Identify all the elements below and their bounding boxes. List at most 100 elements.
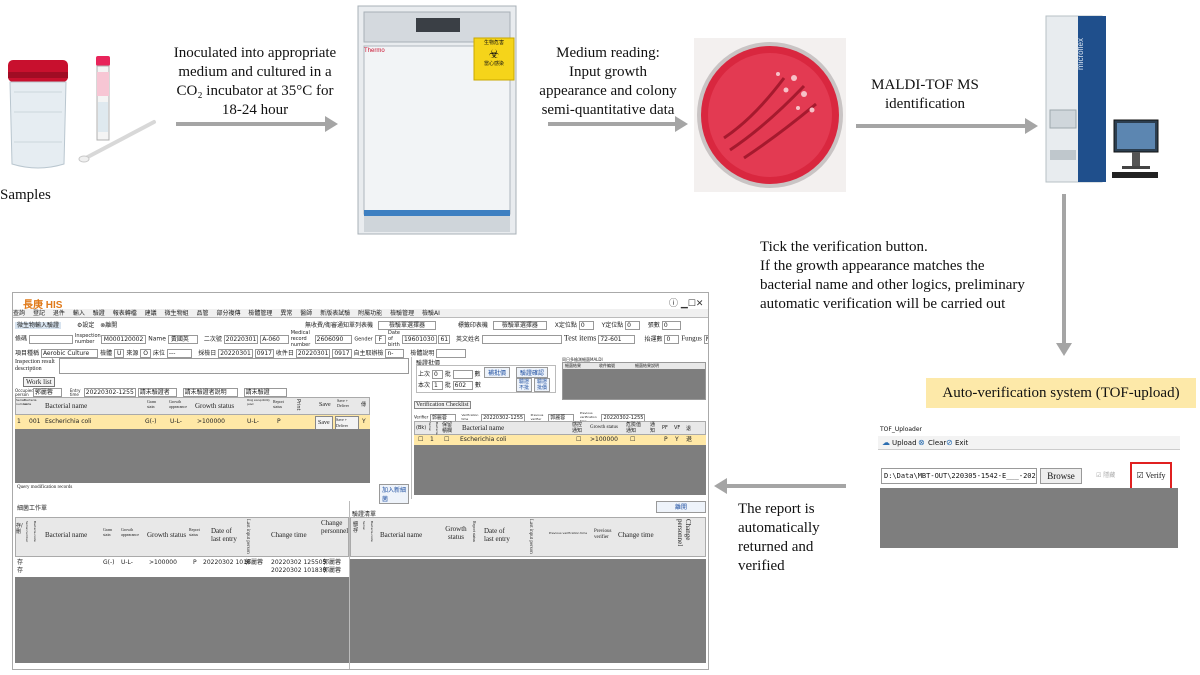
checklist-tab[interactable]: Verification Checklist: [414, 401, 471, 409]
verify-bill-button[interactable]: 驗證批價: [534, 378, 551, 392]
verifier-input[interactable]: 郭麗蓉: [429, 413, 456, 422]
verify-checkbox[interactable]: ☑ Verify: [1130, 462, 1172, 490]
menu-item[interactable]: 部分複傳: [216, 310, 241, 317]
count-input[interactable]: 0: [664, 334, 680, 344]
location-input[interactable]: ---: [166, 349, 193, 358]
query-records-label: Query modification records: [17, 485, 73, 490]
menu-item[interactable]: 登記: [32, 310, 45, 317]
label-printer-select[interactable]: 檢驗單選擇器: [492, 321, 547, 330]
accept-date-input[interactable]: 20220301: [295, 349, 331, 358]
browse-button[interactable]: Browse: [1040, 468, 1082, 484]
bottom-left-row-1[interactable]: 存 G(-) U-L- >100000 P 20220302 1018 郭麗蓉 …: [15, 559, 349, 567]
source-input[interactable]: O: [140, 349, 152, 358]
specimen-desc-input[interactable]: [436, 349, 467, 358]
billing-title: 驗證批價: [416, 360, 441, 367]
y-pos-input[interactable]: 0: [625, 321, 640, 330]
accept-time-input[interactable]: 0917: [332, 349, 352, 358]
secondary-suffix-input[interactable]: A-060: [260, 334, 289, 344]
blcol-date: Date of last entry: [211, 527, 237, 543]
note3-input[interactable]: 請未驗證: [243, 388, 287, 397]
left-table-row[interactable]: [15, 415, 370, 429]
verify-not-bill-button[interactable]: 驗證不批: [516, 378, 533, 392]
count-label: 抬運數: [644, 335, 663, 343]
prev-count-input[interactable]: [452, 370, 473, 379]
name-input[interactable]: 黃國英: [167, 334, 198, 344]
menu-item[interactable]: 報表轉檔: [112, 310, 137, 317]
dob-input[interactable]: 19601030: [401, 334, 437, 344]
menu-item[interactable]: 檢體管理: [248, 310, 273, 317]
menu-item[interactable]: 新版表試驗: [320, 310, 351, 317]
note1-input[interactable]: 請未驗證者: [137, 388, 177, 397]
close-button[interactable]: 離開: [656, 501, 706, 513]
entry-time-input[interactable]: 20220302-1255: [83, 388, 136, 397]
inspection-input[interactable]: M000120002: [100, 334, 147, 344]
menu-item[interactable]: 驗證: [92, 310, 105, 317]
menu-item[interactable]: 檢驗管理: [390, 310, 415, 317]
verification-time-input[interactable]: 20220302-1255: [481, 413, 526, 422]
not-bill-label: 不批: [519, 385, 530, 391]
age-input[interactable]: 61: [438, 334, 451, 344]
work-list-button[interactable]: Work list: [23, 377, 55, 387]
receive-time-input[interactable]: 0917: [254, 349, 274, 358]
secondary-no-input[interactable]: 20220301: [223, 334, 259, 344]
prev-input[interactable]: 0: [431, 370, 443, 379]
occupied-input[interactable]: 郭麗蓉: [32, 388, 62, 397]
prev-time-input[interactable]: 20220302-1255: [601, 413, 646, 422]
tab-micro-input[interactable]: 微生物輸入驗證: [15, 322, 62, 329]
menu-item[interactable]: 建議: [144, 310, 157, 317]
rcol-bacteria: Bacteria: [435, 422, 439, 435]
leave-button[interactable]: 離開: [105, 322, 118, 329]
prev-verifier-input[interactable]: 郭麗蓉: [548, 413, 575, 422]
result-desc-input[interactable]: [59, 358, 409, 374]
bottom-left-row-2[interactable]: 存 20220302 101830 郭麗蓉: [15, 567, 349, 575]
now-input[interactable]: 1: [431, 381, 443, 390]
biohazard-icon: 生物危害 ☣ 當心感染: [480, 40, 508, 68]
menu-item[interactable]: 品管: [196, 310, 209, 317]
barcode-label: 條碼: [15, 335, 28, 343]
english-name-input[interactable]: [481, 334, 562, 344]
menu-item[interactable]: 查詢: [13, 310, 26, 317]
fungus-input[interactable]: N: [703, 334, 708, 344]
menu-item[interactable]: 退件: [52, 310, 65, 317]
test-items-input[interactable]: 72-601: [598, 334, 635, 344]
menu-item[interactable]: 輸入: [72, 310, 85, 317]
infection-checkbox[interactable]: ☐: [576, 436, 582, 443]
save-deliver-button[interactable]: Save + Deliver: [335, 416, 359, 430]
verify-confirm-button[interactable]: 驗證確認: [516, 367, 549, 378]
leave-icon[interactable]: ⊗: [100, 322, 106, 329]
auto-select[interactable]: n-: [385, 349, 405, 358]
upload-button[interactable]: Upload: [892, 439, 917, 447]
menu-item[interactable]: 醫師: [300, 310, 313, 317]
settings-icon[interactable]: ⚙: [76, 322, 83, 329]
receive-date-input[interactable]: 20220301: [218, 349, 253, 358]
window-controls[interactable]: ⓘ ▁☐✕: [669, 299, 704, 309]
menu-item[interactable]: 附屬功能: [358, 310, 383, 317]
gender-input[interactable]: F: [374, 334, 387, 344]
hide-checkbox[interactable]: ☑ 隱藏: [1096, 472, 1116, 479]
right-table-row[interactable]: [414, 435, 706, 445]
x-pos-input[interactable]: 0: [578, 321, 594, 330]
barcode-input[interactable]: [28, 334, 73, 344]
supplement-billing-button[interactable]: 補批價: [484, 367, 511, 378]
note2-input[interactable]: 請未驗證者說明: [182, 388, 238, 397]
path-input[interactable]: D:\Data\MBT-OUT\220305-1542-E___-202: [881, 468, 1037, 484]
form-selector[interactable]: 檢驗單選擇器: [377, 321, 436, 330]
settings-button[interactable]: 設定: [82, 322, 95, 329]
medical-input[interactable]: 2606090: [314, 334, 353, 344]
menu-item[interactable]: 微生物組: [164, 310, 189, 317]
specimen-input[interactable]: U: [114, 349, 125, 358]
copies-input[interactable]: 0: [661, 321, 681, 330]
exit-button[interactable]: Exit: [955, 439, 969, 447]
add-work-button[interactable]: 加入新細菌: [379, 484, 409, 504]
project-input[interactable]: Aerobic Culture: [40, 349, 99, 358]
critical-checkbox[interactable]: ☐: [630, 436, 636, 443]
hold-checkbox[interactable]: ☐: [444, 436, 450, 443]
now-total-input[interactable]: 602: [452, 381, 474, 390]
clear-button[interactable]: Clear: [928, 439, 947, 447]
save-button[interactable]: Save: [315, 416, 333, 430]
row-checkbox[interactable]: ☐: [418, 436, 424, 443]
menu-item[interactable]: 異常: [280, 310, 293, 317]
rcol-pf: PF: [662, 425, 668, 431]
blcol-person: Last input person: [245, 519, 250, 554]
menu-item[interactable]: 檢驗AI: [422, 310, 440, 317]
